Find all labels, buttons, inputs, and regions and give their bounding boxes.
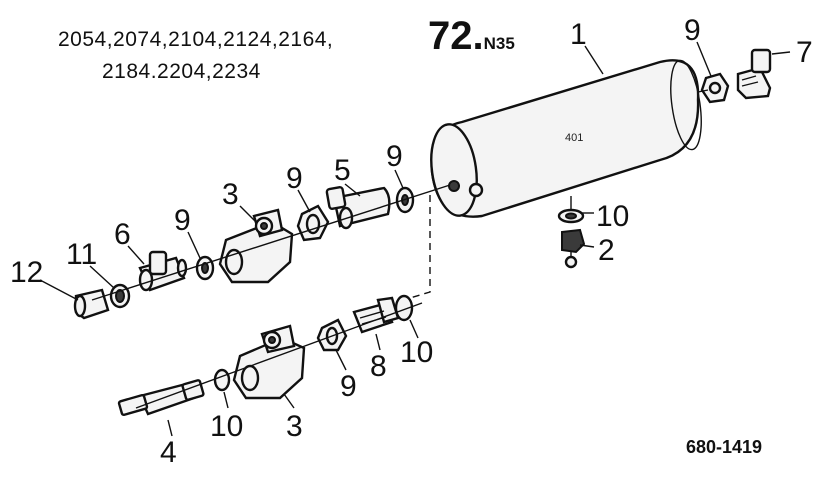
callout-9: 9 xyxy=(684,14,701,47)
callout-10: 10 xyxy=(400,336,433,369)
hose-fitting-4 xyxy=(117,379,205,417)
drawing-code: 680-1419 xyxy=(686,437,763,457)
callouts: 1 9 7 5 9 9 3 10 2 12 11 6 9 10 8 9 10 4… xyxy=(10,14,813,469)
tank-label: 401 xyxy=(565,132,583,144)
tee-fitting-5 xyxy=(325,186,391,230)
callout-7: 7 xyxy=(796,36,813,69)
callout-9: 9 xyxy=(286,162,303,195)
callout-9: 9 xyxy=(340,370,357,403)
callout-3: 3 xyxy=(222,178,239,211)
callout-4: 4 xyxy=(160,436,177,469)
valve-3-lower xyxy=(232,324,306,400)
group-subcode: N35 xyxy=(483,34,515,53)
callout-6: 6 xyxy=(114,218,131,251)
nut-12 xyxy=(73,288,110,320)
callout-5: 5 xyxy=(334,154,351,187)
callout-10: 10 xyxy=(596,200,629,233)
nut-9-top xyxy=(700,72,730,104)
callout-9: 9 xyxy=(174,204,191,237)
leader-lines xyxy=(39,41,791,437)
callout-11: 11 xyxy=(66,238,97,271)
washer-9-left xyxy=(195,255,215,281)
nut-9-lower xyxy=(316,318,348,352)
callout-12: 12 xyxy=(10,256,43,289)
callout-8: 8 xyxy=(370,350,387,383)
elbow-fitting-7 xyxy=(736,48,772,100)
fitting-8 xyxy=(352,296,400,334)
model-numbers-line-2: 2184.2204,2234 xyxy=(102,60,261,83)
callout-10: 10 xyxy=(210,410,243,443)
air-tank: 401 xyxy=(430,59,702,218)
nut-9-upper xyxy=(296,204,330,242)
washer-10-lower xyxy=(213,368,231,392)
callout-2: 2 xyxy=(598,234,615,267)
group-number: 72. xyxy=(428,14,484,58)
tee-fitting-6 xyxy=(138,250,188,292)
model-numbers-line-1: 2054,2074,2104,2124,2164, xyxy=(58,28,334,51)
callout-3: 3 xyxy=(286,410,303,443)
drain-valve-2 xyxy=(561,228,586,269)
callout-9: 9 xyxy=(386,140,403,173)
assembly-lines xyxy=(91,89,709,409)
drain-washer-10 xyxy=(557,208,585,224)
callout-1: 1 xyxy=(570,18,587,51)
washer-11 xyxy=(109,283,131,309)
valve-3-upper xyxy=(218,208,294,284)
group-title: 72.N35 xyxy=(428,14,515,59)
